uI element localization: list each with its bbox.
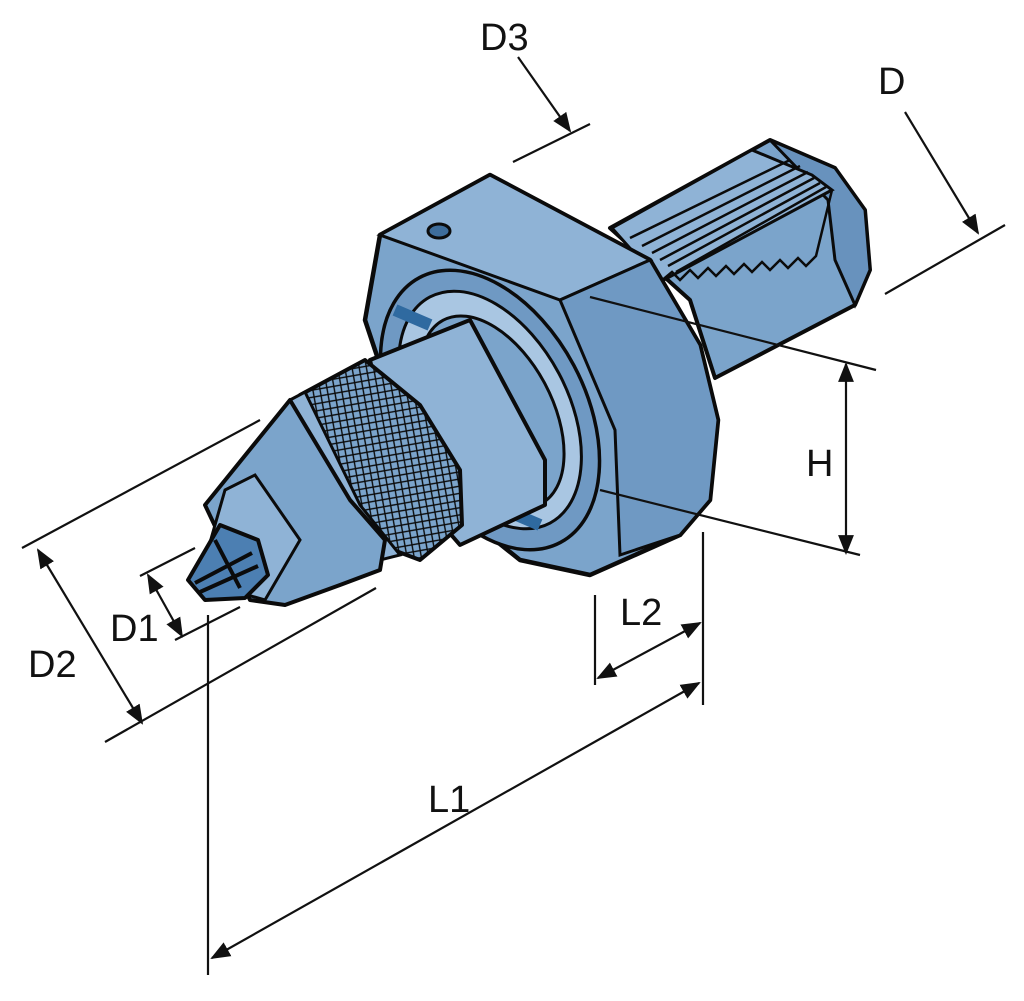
label-d3: D3 (480, 17, 529, 59)
label-d: D (878, 61, 905, 103)
label-h: H (806, 443, 833, 485)
dimension-lines (21, 56, 1006, 975)
label-l2: L2 (620, 592, 662, 634)
label-d1: D1 (110, 608, 159, 650)
label-d2: D2 (28, 644, 77, 686)
shank (608, 138, 872, 380)
dimension-label-group: D3 D H D1 D2 L2 L1 (28, 17, 905, 821)
knurled-collar (288, 358, 464, 562)
label-l1: L1 (428, 779, 470, 821)
collet-tip (186, 523, 270, 602)
coolant-hole (426, 222, 452, 240)
